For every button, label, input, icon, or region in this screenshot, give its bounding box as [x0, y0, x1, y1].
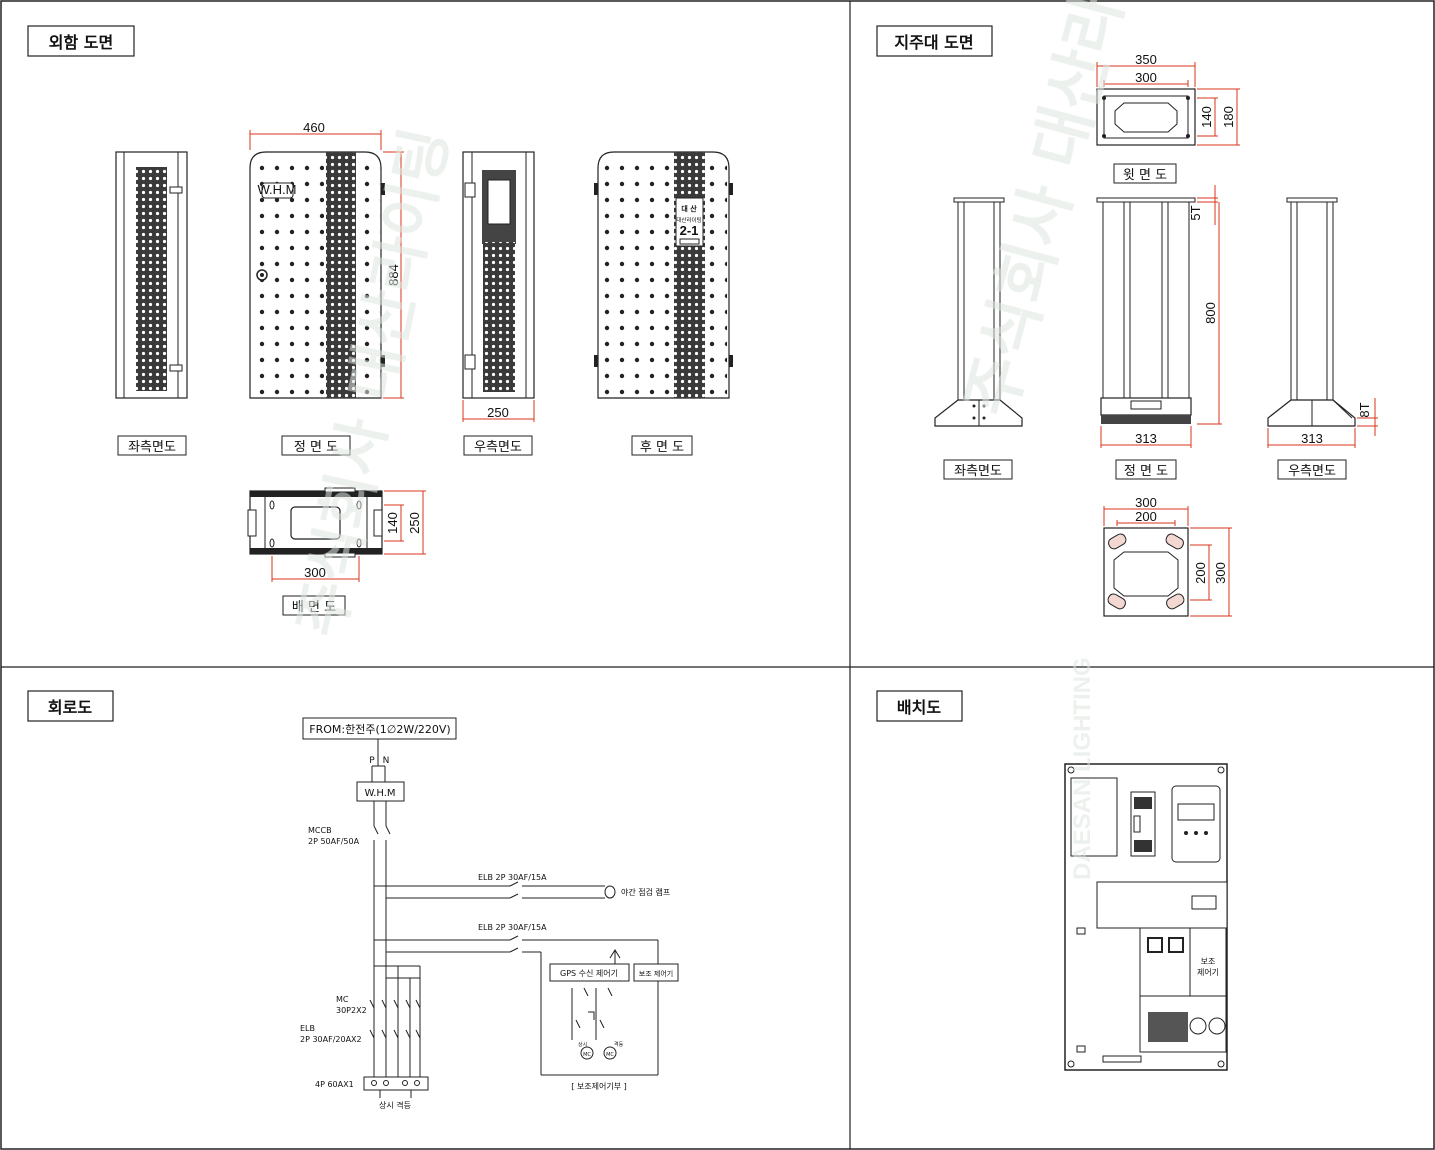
- circuit-mc-name: MC: [336, 995, 349, 1004]
- svg-text:윗 면 도: 윗 면 도: [1123, 168, 1167, 183]
- section-title-layout: 배치도: [876, 690, 963, 722]
- svg-text:좌측면도: 좌측면도: [128, 440, 176, 455]
- circuit-elb2: ELB 2P 30AF/15A: [478, 923, 547, 932]
- circuit-mc-small-1: 상시: [578, 1041, 587, 1048]
- dim-depth: 250: [487, 405, 509, 420]
- dim-base-inner-h: 200: [1193, 562, 1208, 584]
- exterior-front-label: 정 면 도: [281, 435, 351, 456]
- svg-text:우측면도: 우측면도: [474, 440, 522, 455]
- circuit-elb1: ELB 2P 30AF/15A: [478, 873, 547, 882]
- dim-base-front: 313: [1135, 431, 1157, 446]
- layout-aux-label-1: 보조: [1201, 957, 1216, 966]
- section-title-support-text: 지주대 도면: [894, 33, 973, 52]
- circuit-elb3-name: ELB: [300, 1024, 315, 1033]
- dim-thickness-base: 8T: [1357, 402, 1372, 417]
- exterior-right-view: 250: [462, 151, 535, 422]
- circuit-diagram: FROM:한전주(1∅2W/220V) P N W.H.M MCCB 2P 50…: [300, 717, 679, 1110]
- rear-plate-number: 2-1: [680, 223, 699, 238]
- circuit-terminal: 4P 60AX1: [315, 1080, 354, 1089]
- exterior-left-label: 좌측면도: [117, 435, 187, 456]
- section-title-circuit: 회로도: [27, 690, 114, 722]
- circuit-aux: 보조 제어기: [639, 969, 673, 978]
- svg-text:정 면 도: 정 면 도: [1124, 464, 1168, 479]
- support-left-label: 좌측면도: [943, 459, 1013, 480]
- exterior-left-view: [115, 151, 188, 399]
- dim-top-inner-w: 300: [1135, 70, 1157, 85]
- dim-bottom-width: 300: [304, 565, 326, 580]
- dim-height: 800: [1203, 302, 1218, 324]
- section-title-circuit-text: 회로도: [48, 698, 92, 717]
- svg-text:후 면 도: 후 면 도: [640, 440, 684, 455]
- circuit-mc-spec: 30P2X2: [336, 1006, 367, 1015]
- dim-base-outer-h: 300: [1213, 562, 1228, 584]
- support-right-view: 8T 313: [1267, 197, 1378, 448]
- section-title-layout-text: 배치도: [897, 698, 941, 717]
- watermark: DAESAN LIGHTING 주식회사 대산라이팅 주식회사 대산라이팅: [286, 0, 1168, 880]
- circuit-out-labels: 상시 격등: [379, 1100, 411, 1110]
- circuit-mc-coil-1: MC: [583, 1052, 591, 1058]
- circuit-mc-coil-2: MC: [606, 1052, 614, 1058]
- circuit-elb3-spec: 2P 30AF/20AX2: [300, 1035, 362, 1044]
- exterior-bottom-label: 배 면 도: [282, 595, 346, 616]
- support-front-view: 5T 800 313: [1096, 185, 1222, 448]
- dim-bottom-inner: 140: [385, 512, 400, 534]
- dim-base-inner-w: 200: [1135, 509, 1157, 524]
- section-title-exterior: 외함 도면: [27, 25, 135, 57]
- support-right-label: 우측면도: [1277, 459, 1347, 480]
- dim-front-height: 884: [386, 264, 401, 286]
- svg-text:배 면 도: 배 면 도: [292, 600, 336, 615]
- circuit-mccb-spec: 2P 50AF/50A: [308, 837, 360, 846]
- circuit-n: N: [383, 756, 390, 766]
- circuit-whm: W.H.M: [364, 788, 395, 799]
- exterior-right-label: 우측면도: [463, 435, 533, 456]
- layout-aux-label-2: 제어기: [1197, 967, 1219, 977]
- section-title-exterior-text: 외함 도면: [49, 33, 113, 52]
- support-base-plate: 300 200 200 300: [1103, 495, 1232, 617]
- dim-top-inner-h: 140: [1199, 106, 1214, 128]
- dim-top-outer-w: 350: [1135, 52, 1157, 67]
- dim-bottom-depth: 250: [407, 512, 422, 534]
- dim-front-width: 460: [303, 120, 325, 135]
- support-left-view: [934, 197, 1023, 427]
- exterior-rear-view: 대 산 대산라이팅 2-1: [594, 151, 733, 399]
- svg-text:좌측면도: 좌측면도: [954, 464, 1002, 479]
- circuit-lamp: 야간 점검 램프: [621, 887, 670, 897]
- support-top-view: 350 300 140 180: [1096, 52, 1240, 146]
- svg-text:정 면 도: 정 면 도: [294, 440, 338, 455]
- dim-thickness-top: 5T: [1188, 205, 1203, 220]
- dim-base-right: 313: [1301, 431, 1323, 446]
- section-title-support: 지주대 도면: [876, 25, 993, 57]
- dim-top-outer-h: 180: [1221, 106, 1236, 128]
- svg-text:우측면도: 우측면도: [1288, 464, 1336, 479]
- support-front-label: 정 면 도: [1115, 459, 1177, 480]
- whm-badge: W.H.M: [258, 182, 297, 197]
- dim-base-outer-w: 300: [1135, 495, 1157, 510]
- rear-plate-company: 대산라이팅: [676, 216, 701, 224]
- circuit-mccb-name: MCCB: [308, 826, 332, 835]
- exterior-bottom-view: 300 140 250: [247, 487, 426, 582]
- rear-plate-logo: 대 산: [681, 204, 697, 213]
- circuit-p: P: [369, 756, 375, 766]
- layout-panel: 보조 제어기: [1064, 763, 1228, 1071]
- exterior-front-view: W.H.M 460 884: [249, 120, 404, 399]
- watermark-brand-en-1: DAESAN LIGHTING: [1069, 657, 1096, 880]
- circuit-source: FROM:한전주(1∅2W/220V): [309, 723, 450, 736]
- circuit-gps: GPS 수신 제어기: [560, 968, 618, 978]
- support-top-label: 윗 면 도: [1113, 163, 1177, 184]
- circuit-mc-small-2: 격등: [614, 1041, 624, 1048]
- circuit-aux-section: [ 보조제어기부 ]: [571, 1081, 627, 1091]
- exterior-rear-label: 후 면 도: [631, 435, 693, 456]
